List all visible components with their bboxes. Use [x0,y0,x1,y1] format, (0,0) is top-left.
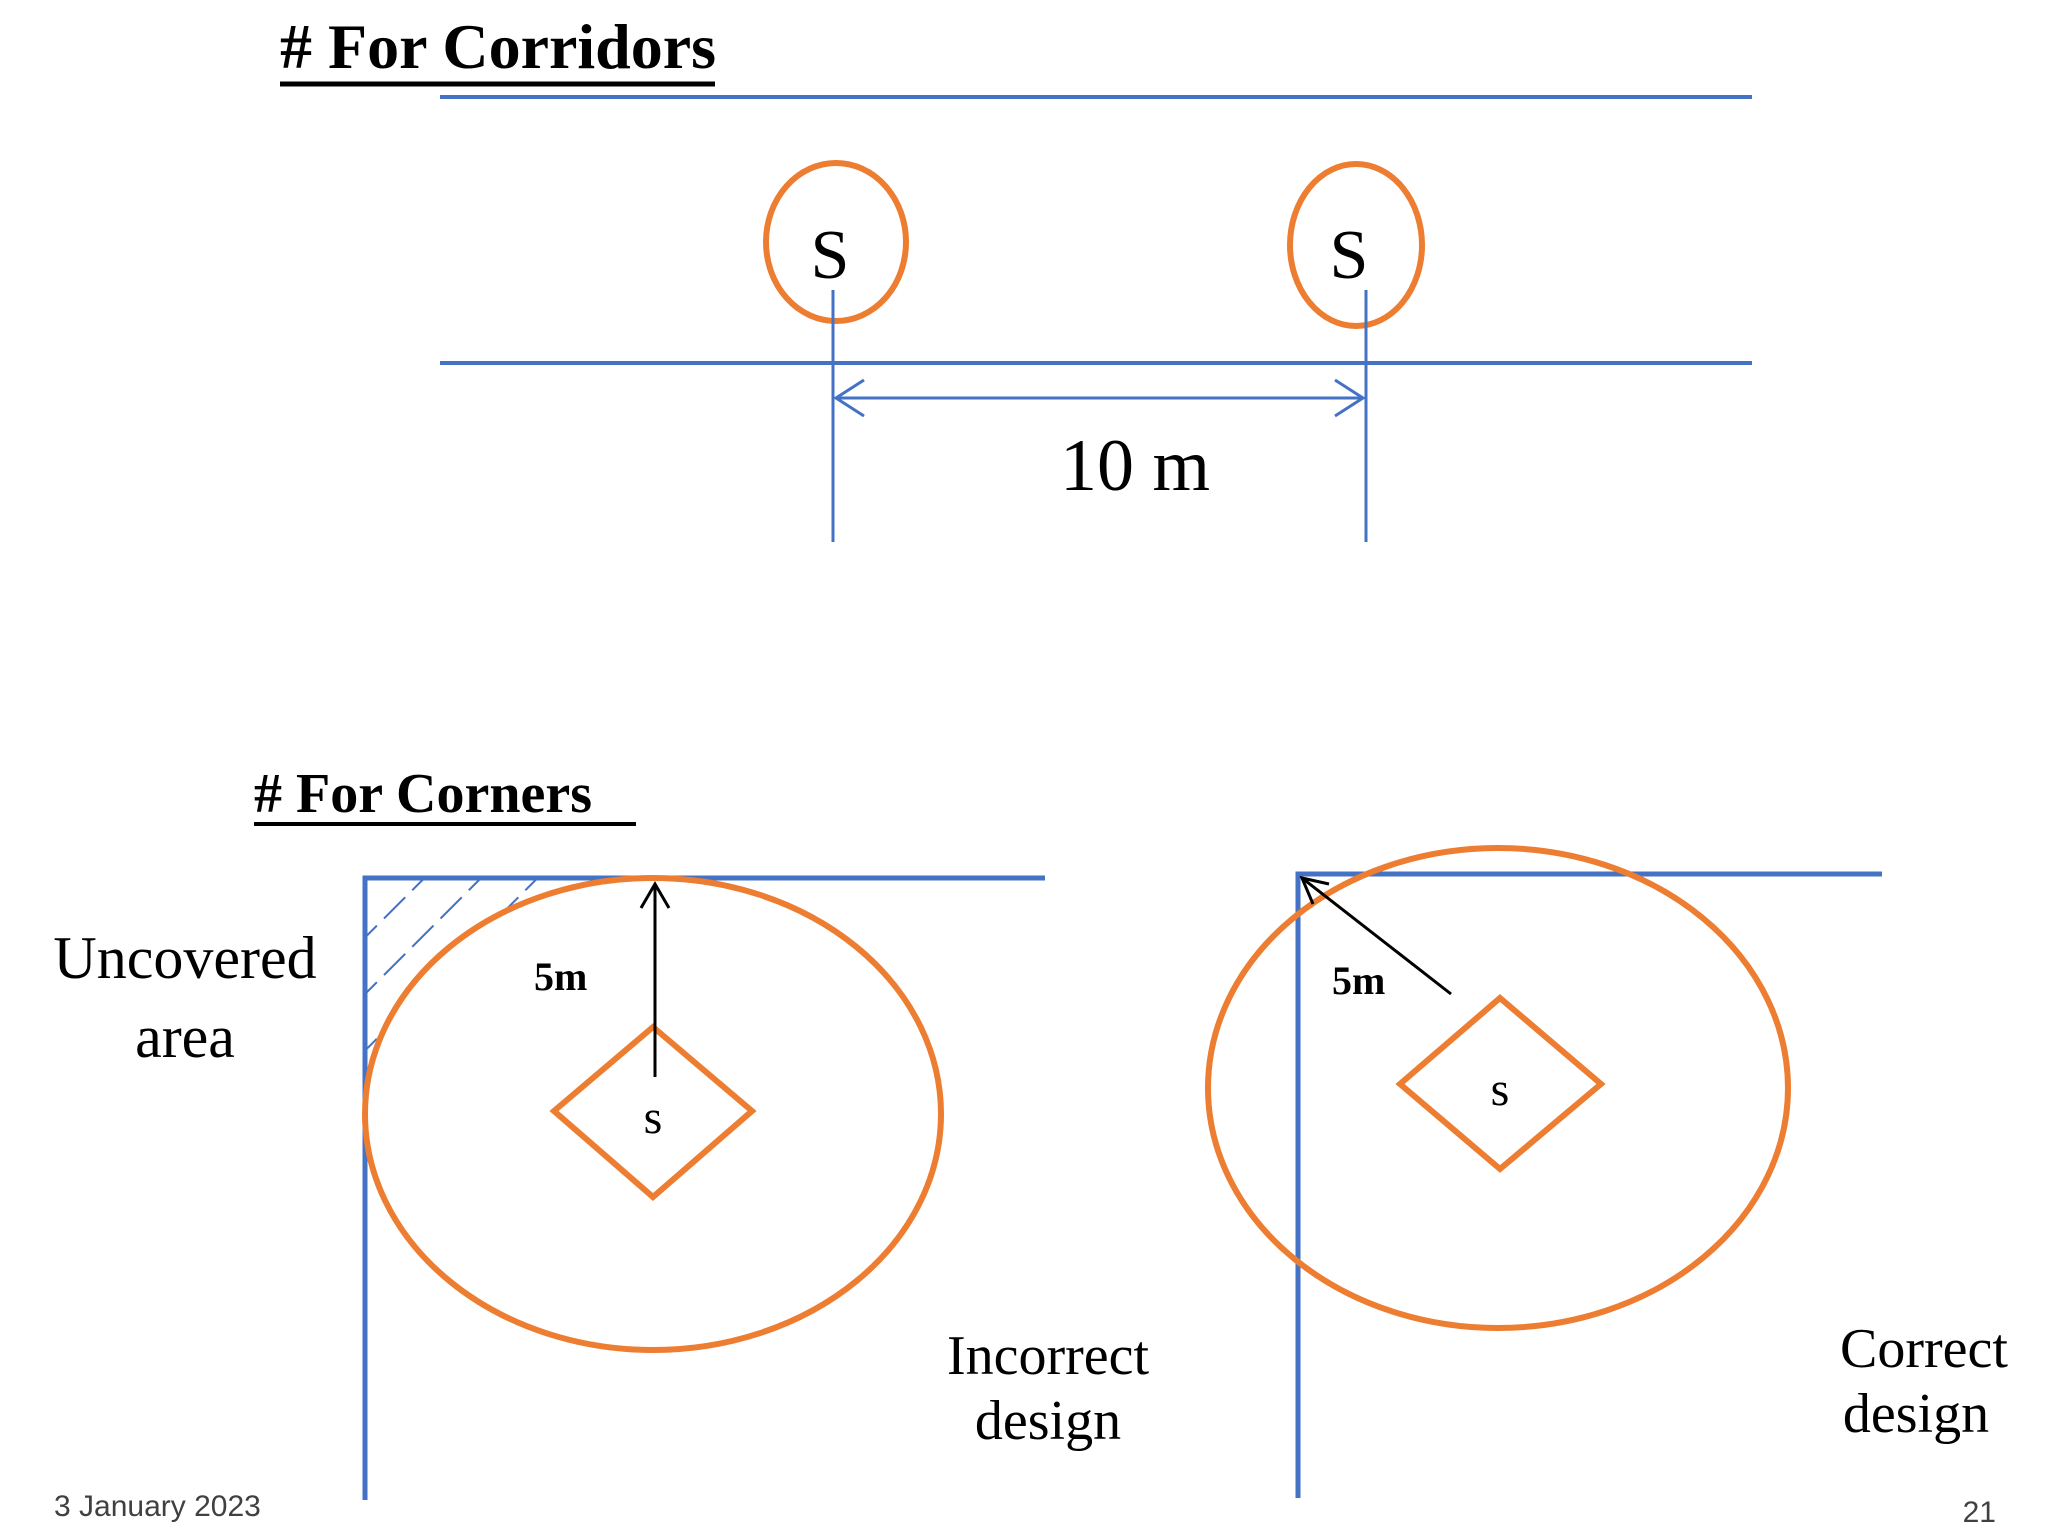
corridor-sensor-circle-right [1287,161,1425,329]
incorrect-caption-line2: design [975,1390,1121,1452]
dimension-arrowhead-right [1334,378,1366,418]
uncovered-area-label-line1: Uncovered [53,925,316,991]
correct-caption-line2: design [1843,1383,1989,1445]
correct-radius-label: 5m [1332,958,1385,1003]
corridor-sensor-circle-left [763,160,909,324]
dimension-arrowhead-left [833,378,865,418]
footer-page-number: 21 [1963,1496,1996,1529]
incorrect-caption-line1: Incorrect [947,1325,1150,1387]
correct-sensor-diamond [1395,994,1606,1173]
incorrect-corner-walls [362,875,1045,1500]
corridors-title: # For Corridors [280,11,716,82]
correct-radius-arrow [1301,876,1452,996]
incorrect-coverage-circle [362,875,944,1353]
footer-date: 3 January 2023 [54,1490,261,1523]
correct-sensor-label: s [1491,1063,1510,1116]
corridor-distance-label: 10 m [1060,425,1210,507]
correct-coverage-circle [1205,845,1791,1331]
incorrect-sensor-diamond [549,1023,757,1201]
correct-radius-arrowhead [1299,875,1330,905]
uncovered-area-label-line2: area [135,1004,235,1070]
uncovered-area-hatch [367,878,652,1100]
correct-corner-walls [1295,871,1882,1498]
corridor-sensor-label-left: S [811,217,850,294]
incorrect-radius-arrowhead [639,881,671,909]
correct-caption-line1: Correct [1840,1318,2008,1380]
incorrect-radius-label: 5m [534,954,587,999]
corridor-sensor-label-right: S [1330,217,1369,294]
incorrect-sensor-label: s [644,1091,663,1144]
corners-title: # For Corners [254,763,592,825]
